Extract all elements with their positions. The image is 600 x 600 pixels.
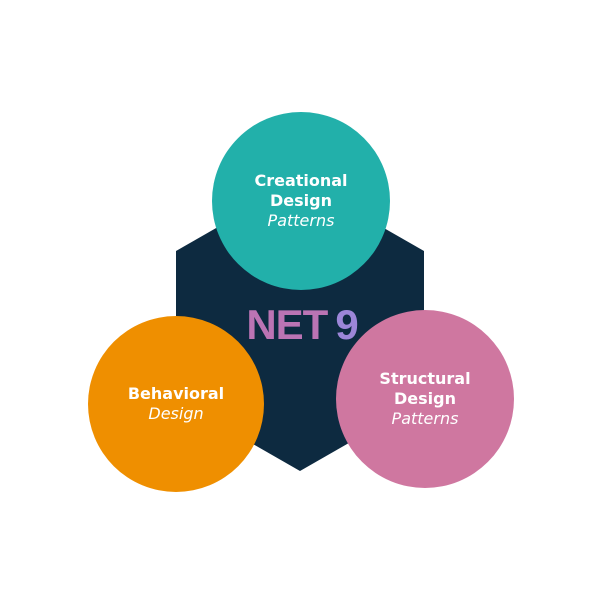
- creational-title: Creational: [254, 171, 348, 190]
- behavioral-title: Behavioral: [127, 384, 225, 403]
- version-text: 9: [335, 301, 358, 348]
- structural-title: Structural: [379, 369, 471, 388]
- structural-patterns-circle: Structural Design Patterns: [336, 310, 514, 488]
- structural-patterns-label: Patterns: [391, 409, 459, 428]
- net-text: NET: [246, 301, 328, 348]
- structural-subtitle: Design: [394, 389, 456, 408]
- creational-patterns-label: Patterns: [267, 211, 335, 230]
- behavioral-design-circle: Behavioral Design: [88, 316, 264, 492]
- creational-patterns-circle: Creational Design Patterns: [212, 112, 390, 290]
- net9-label: NET 9: [240, 300, 364, 350]
- behavioral-design-label: Design: [148, 404, 204, 423]
- creational-subtitle: Design: [270, 191, 332, 210]
